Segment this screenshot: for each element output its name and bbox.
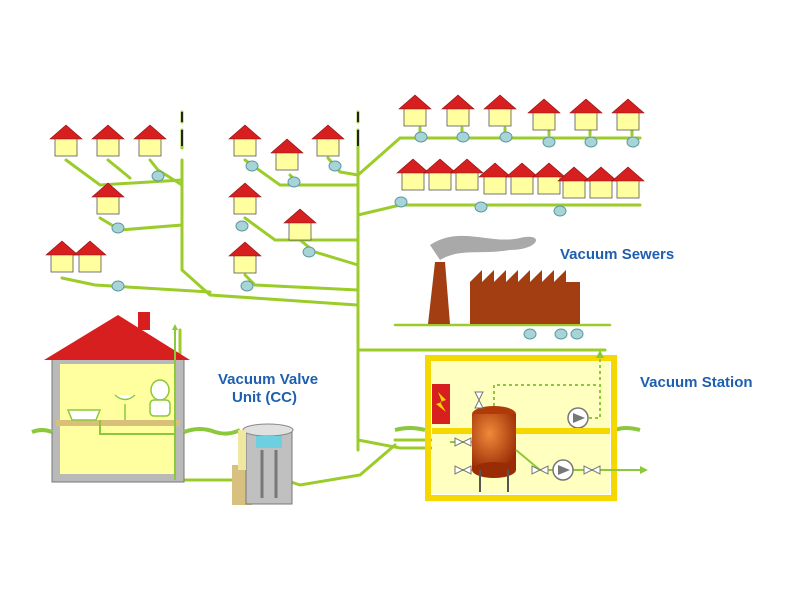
house-icon <box>569 98 603 131</box>
house-icon <box>450 158 484 191</box>
valve-icon <box>553 205 567 217</box>
valve-icon <box>456 131 470 143</box>
house-icon <box>423 158 457 191</box>
pump-icon <box>567 407 589 429</box>
house-icon <box>228 241 262 274</box>
house-icon <box>133 124 167 157</box>
pipe-dash-markers <box>181 112 359 146</box>
building-house <box>44 312 190 483</box>
house-icon <box>73 240 107 273</box>
house-icon <box>228 124 262 157</box>
valve-icon <box>394 196 408 208</box>
house-icon <box>45 240 79 273</box>
valve-icon <box>111 280 125 292</box>
house-icon <box>49 124 83 157</box>
valve-icon <box>302 246 316 258</box>
valve-icon <box>414 131 428 143</box>
valve-icon <box>245 160 259 172</box>
house-icon <box>483 94 517 127</box>
valve-icon <box>111 222 125 234</box>
lightning-icon <box>436 392 446 412</box>
valve-icon <box>235 220 249 232</box>
house-icon <box>478 162 512 195</box>
vacuum-station <box>425 350 648 501</box>
house-icon <box>527 98 561 131</box>
house-icon <box>398 94 432 127</box>
valve-icon <box>474 201 488 213</box>
house-icon <box>228 182 262 215</box>
house-icon <box>584 166 618 199</box>
house-icon <box>611 98 645 131</box>
valve-icon <box>328 160 342 172</box>
house-icon <box>505 162 539 195</box>
house-icon <box>91 182 125 215</box>
vacuum-station-label: Vacuum Station <box>640 374 753 391</box>
valve-icon <box>499 131 513 143</box>
house-icon <box>91 124 125 157</box>
vacuum-valve-unit-label-line2: Unit (CC) <box>232 389 297 406</box>
tank-icon <box>472 406 516 492</box>
vacuum-valve-unit-label-line1: Vacuum Valve <box>218 371 319 388</box>
valve-icon <box>240 280 254 292</box>
valve-icon <box>454 391 601 475</box>
house-icon <box>396 158 430 191</box>
valve-icon <box>626 136 640 148</box>
valve-icon <box>542 136 556 148</box>
valve-icon <box>570 328 584 340</box>
house-icon <box>270 138 304 171</box>
house-icon <box>611 166 645 199</box>
valve-icon <box>584 136 598 148</box>
valve-icon <box>554 328 568 340</box>
house-icon <box>283 208 317 241</box>
valve-icon <box>287 176 301 188</box>
valve-icon <box>151 170 165 182</box>
pump-icon <box>552 459 574 481</box>
factory-icon <box>428 235 580 324</box>
vacuum-valve-unit <box>232 423 294 505</box>
house-icon <box>311 124 345 157</box>
valve-icon <box>523 328 537 340</box>
vacuum-sewers-label: Vacuum Sewers <box>560 246 675 263</box>
house-icon <box>532 162 566 195</box>
house-icon <box>441 94 475 127</box>
house-icon <box>557 166 591 199</box>
